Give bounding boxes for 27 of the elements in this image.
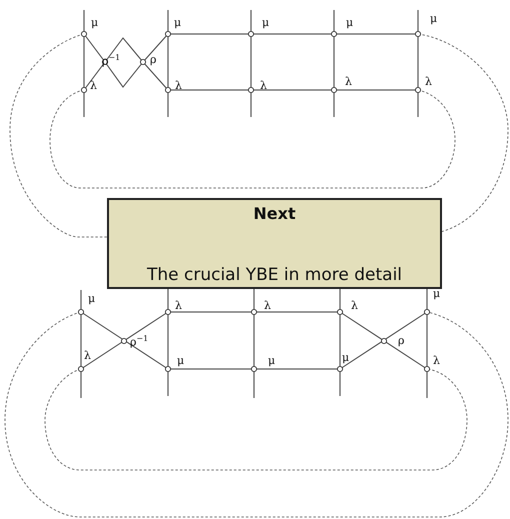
vertex-label: ρ$^{−1}$: [102, 52, 120, 68]
heading: Next: [253, 204, 296, 223]
vertex-label: λ: [260, 80, 267, 92]
vertex-label: μ: [262, 17, 270, 29]
vertex-label: μ: [88, 293, 96, 305]
vertex-label: λ: [425, 76, 432, 88]
vertex-label: μ: [430, 13, 438, 25]
vertex-label: μ: [177, 355, 184, 367]
vertex-label: μ: [433, 288, 440, 300]
vertex-label: μ: [346, 17, 354, 29]
vertex-label: λ: [345, 76, 352, 88]
vertex-label: μ: [342, 352, 350, 364]
vertex-label: λ: [264, 300, 271, 312]
vertex-label: λ: [351, 300, 358, 312]
vertex-label: ρ: [150, 54, 156, 66]
vertex-label: μ: [91, 17, 98, 29]
vertex-label: μ: [268, 355, 276, 367]
vertex-label: λ: [90, 80, 97, 92]
vertex-label: λ: [84, 350, 91, 362]
vertex-label: λ: [433, 355, 440, 367]
vertex-label: μ: [174, 17, 182, 29]
vertex-label: ρ$^{−1}$: [130, 333, 148, 349]
callout-box: [107, 198, 442, 289]
vertex-label: ρ: [398, 335, 404, 347]
vertex-label: λ: [175, 300, 182, 312]
vertex-label: λ: [175, 80, 182, 92]
subtitle: The crucial YBE in more detail: [146, 265, 402, 285]
